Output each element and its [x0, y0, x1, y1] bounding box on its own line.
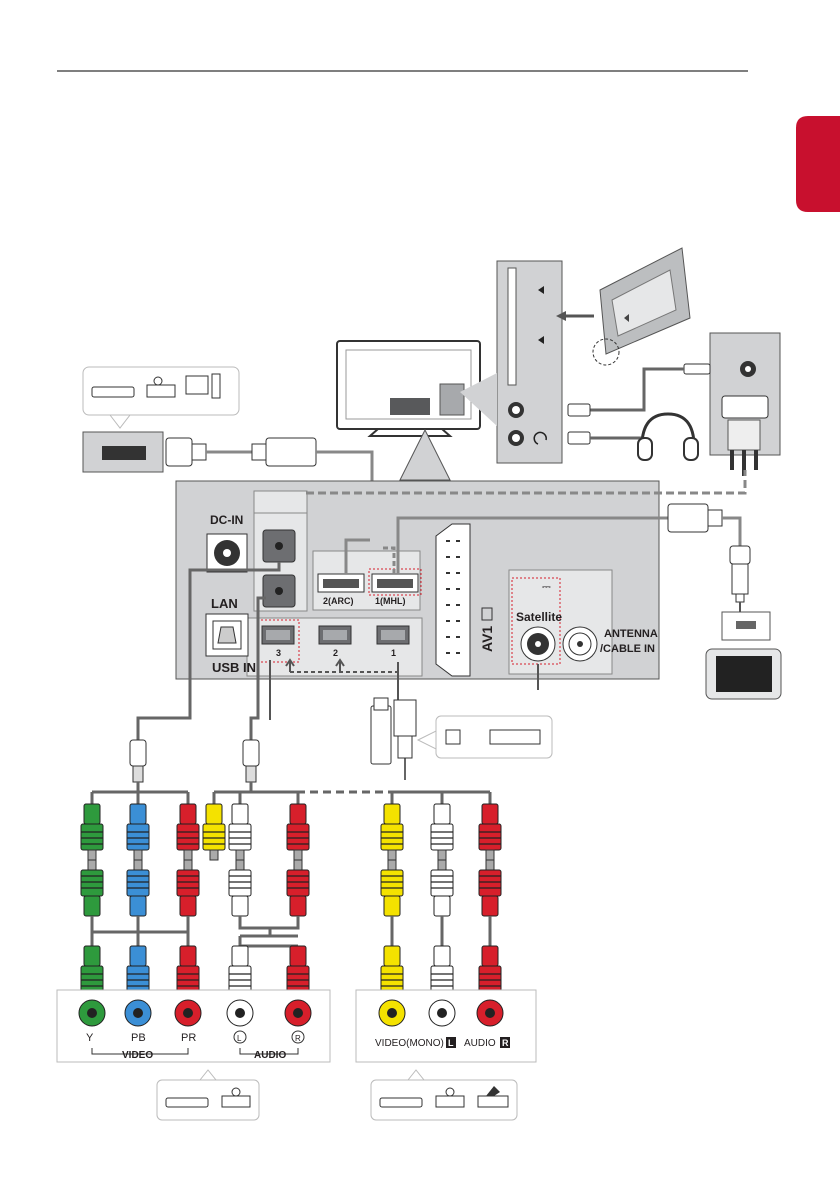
component-plugs-top	[81, 792, 309, 1002]
usb-stick-icon	[371, 698, 416, 780]
satellite-label: Satellite	[516, 610, 562, 624]
composite-l-badge: L	[448, 1038, 454, 1048]
scart-port	[436, 524, 470, 676]
hdmi-source-port	[83, 432, 163, 472]
component-pr-label: PR	[181, 1032, 196, 1044]
composite-device-panel	[356, 990, 536, 1062]
av-mini-plug-right	[243, 740, 259, 782]
tv-front-icon	[337, 341, 480, 436]
antenna-label: ANTENNA	[604, 628, 658, 640]
usb-1-label: 1	[391, 648, 396, 658]
component-audio-label: AUDIO	[254, 1050, 286, 1061]
component-r-label: R	[295, 1034, 301, 1043]
component-pb-label: PB	[131, 1032, 146, 1044]
usb-3-label: 3	[276, 648, 281, 658]
satellite-dc-symbol: ⎓	[542, 581, 551, 593]
hdmi-port-2	[318, 574, 364, 592]
component-source-devices	[157, 1070, 259, 1120]
antenna-port	[563, 627, 597, 661]
dc-in-jack	[207, 534, 247, 572]
component-y-label: Y	[86, 1032, 94, 1044]
component-l-label: L	[237, 1034, 242, 1043]
audio-mini-jack-cables	[568, 364, 710, 444]
tv-side-panel	[497, 261, 562, 463]
component-device-panel	[57, 990, 330, 1062]
language-tab	[796, 116, 840, 212]
usb-port-2	[319, 626, 351, 644]
usb-in-label: USB IN	[212, 660, 256, 675]
headphones-icon	[638, 414, 698, 460]
hdmi-source-devices	[83, 367, 239, 428]
mhl-cable	[668, 504, 750, 602]
component-video-label: VIDEO	[122, 1050, 153, 1061]
hdmi-1-label: 1(MHL)	[375, 596, 406, 606]
lan-label: LAN	[211, 596, 238, 611]
hdmi-2-label: 2(ARC)	[323, 596, 354, 606]
usb-port-1	[377, 626, 409, 644]
smartphone-icon	[706, 649, 781, 699]
composite-video-label: VIDEO(MONO)	[375, 1038, 444, 1049]
composite-r-badge: R	[502, 1038, 509, 1048]
usb-hdd-icon	[418, 716, 552, 758]
optical-port	[206, 614, 248, 656]
micro-usb-port	[722, 612, 770, 640]
composite-source-devices	[371, 1070, 517, 1120]
ci-card-icon	[593, 248, 690, 365]
pc-audio-dvi-panel	[710, 333, 780, 476]
usb-port-3	[262, 626, 294, 644]
dc-in-label: DC-IN	[210, 513, 243, 527]
av-mini-plug-left	[130, 740, 146, 782]
composite-plugs	[381, 792, 501, 1002]
usb-2-label: 2	[333, 648, 338, 658]
composite-audio-label: AUDIO	[464, 1038, 496, 1049]
hdmi-port-1	[372, 574, 418, 592]
av1-label: AV1	[479, 626, 495, 652]
cable-in-label: /CABLE IN	[600, 643, 655, 655]
satellite-port	[521, 627, 555, 661]
